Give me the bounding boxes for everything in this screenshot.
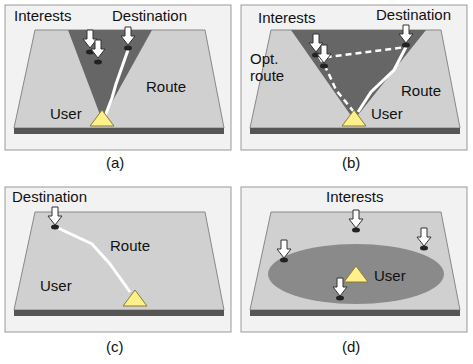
panel-d xyxy=(241,187,467,332)
panel-caption: (b) xyxy=(342,154,360,171)
panel-b xyxy=(241,5,467,150)
map-label: Destination xyxy=(12,188,87,205)
map-label: User xyxy=(50,105,82,122)
map-label: User xyxy=(371,105,403,122)
panel-caption: (c) xyxy=(106,338,124,355)
map-label: Destination xyxy=(112,7,187,24)
map-label: Interests xyxy=(258,9,316,26)
panel-c xyxy=(5,187,231,332)
map-label: User xyxy=(374,267,406,284)
panel-caption: (a) xyxy=(106,154,124,171)
map-label: User xyxy=(40,277,72,294)
map-label: Interests xyxy=(14,7,72,24)
map-label: Route xyxy=(401,82,441,99)
map-label: Destination xyxy=(376,6,451,23)
map-label: Interests xyxy=(326,188,384,205)
map-label: Opt. route xyxy=(250,50,290,84)
map-label: Route xyxy=(146,78,186,95)
panel-a xyxy=(5,5,231,150)
map-label: Route xyxy=(110,237,150,254)
panel-caption: (d) xyxy=(342,338,360,355)
